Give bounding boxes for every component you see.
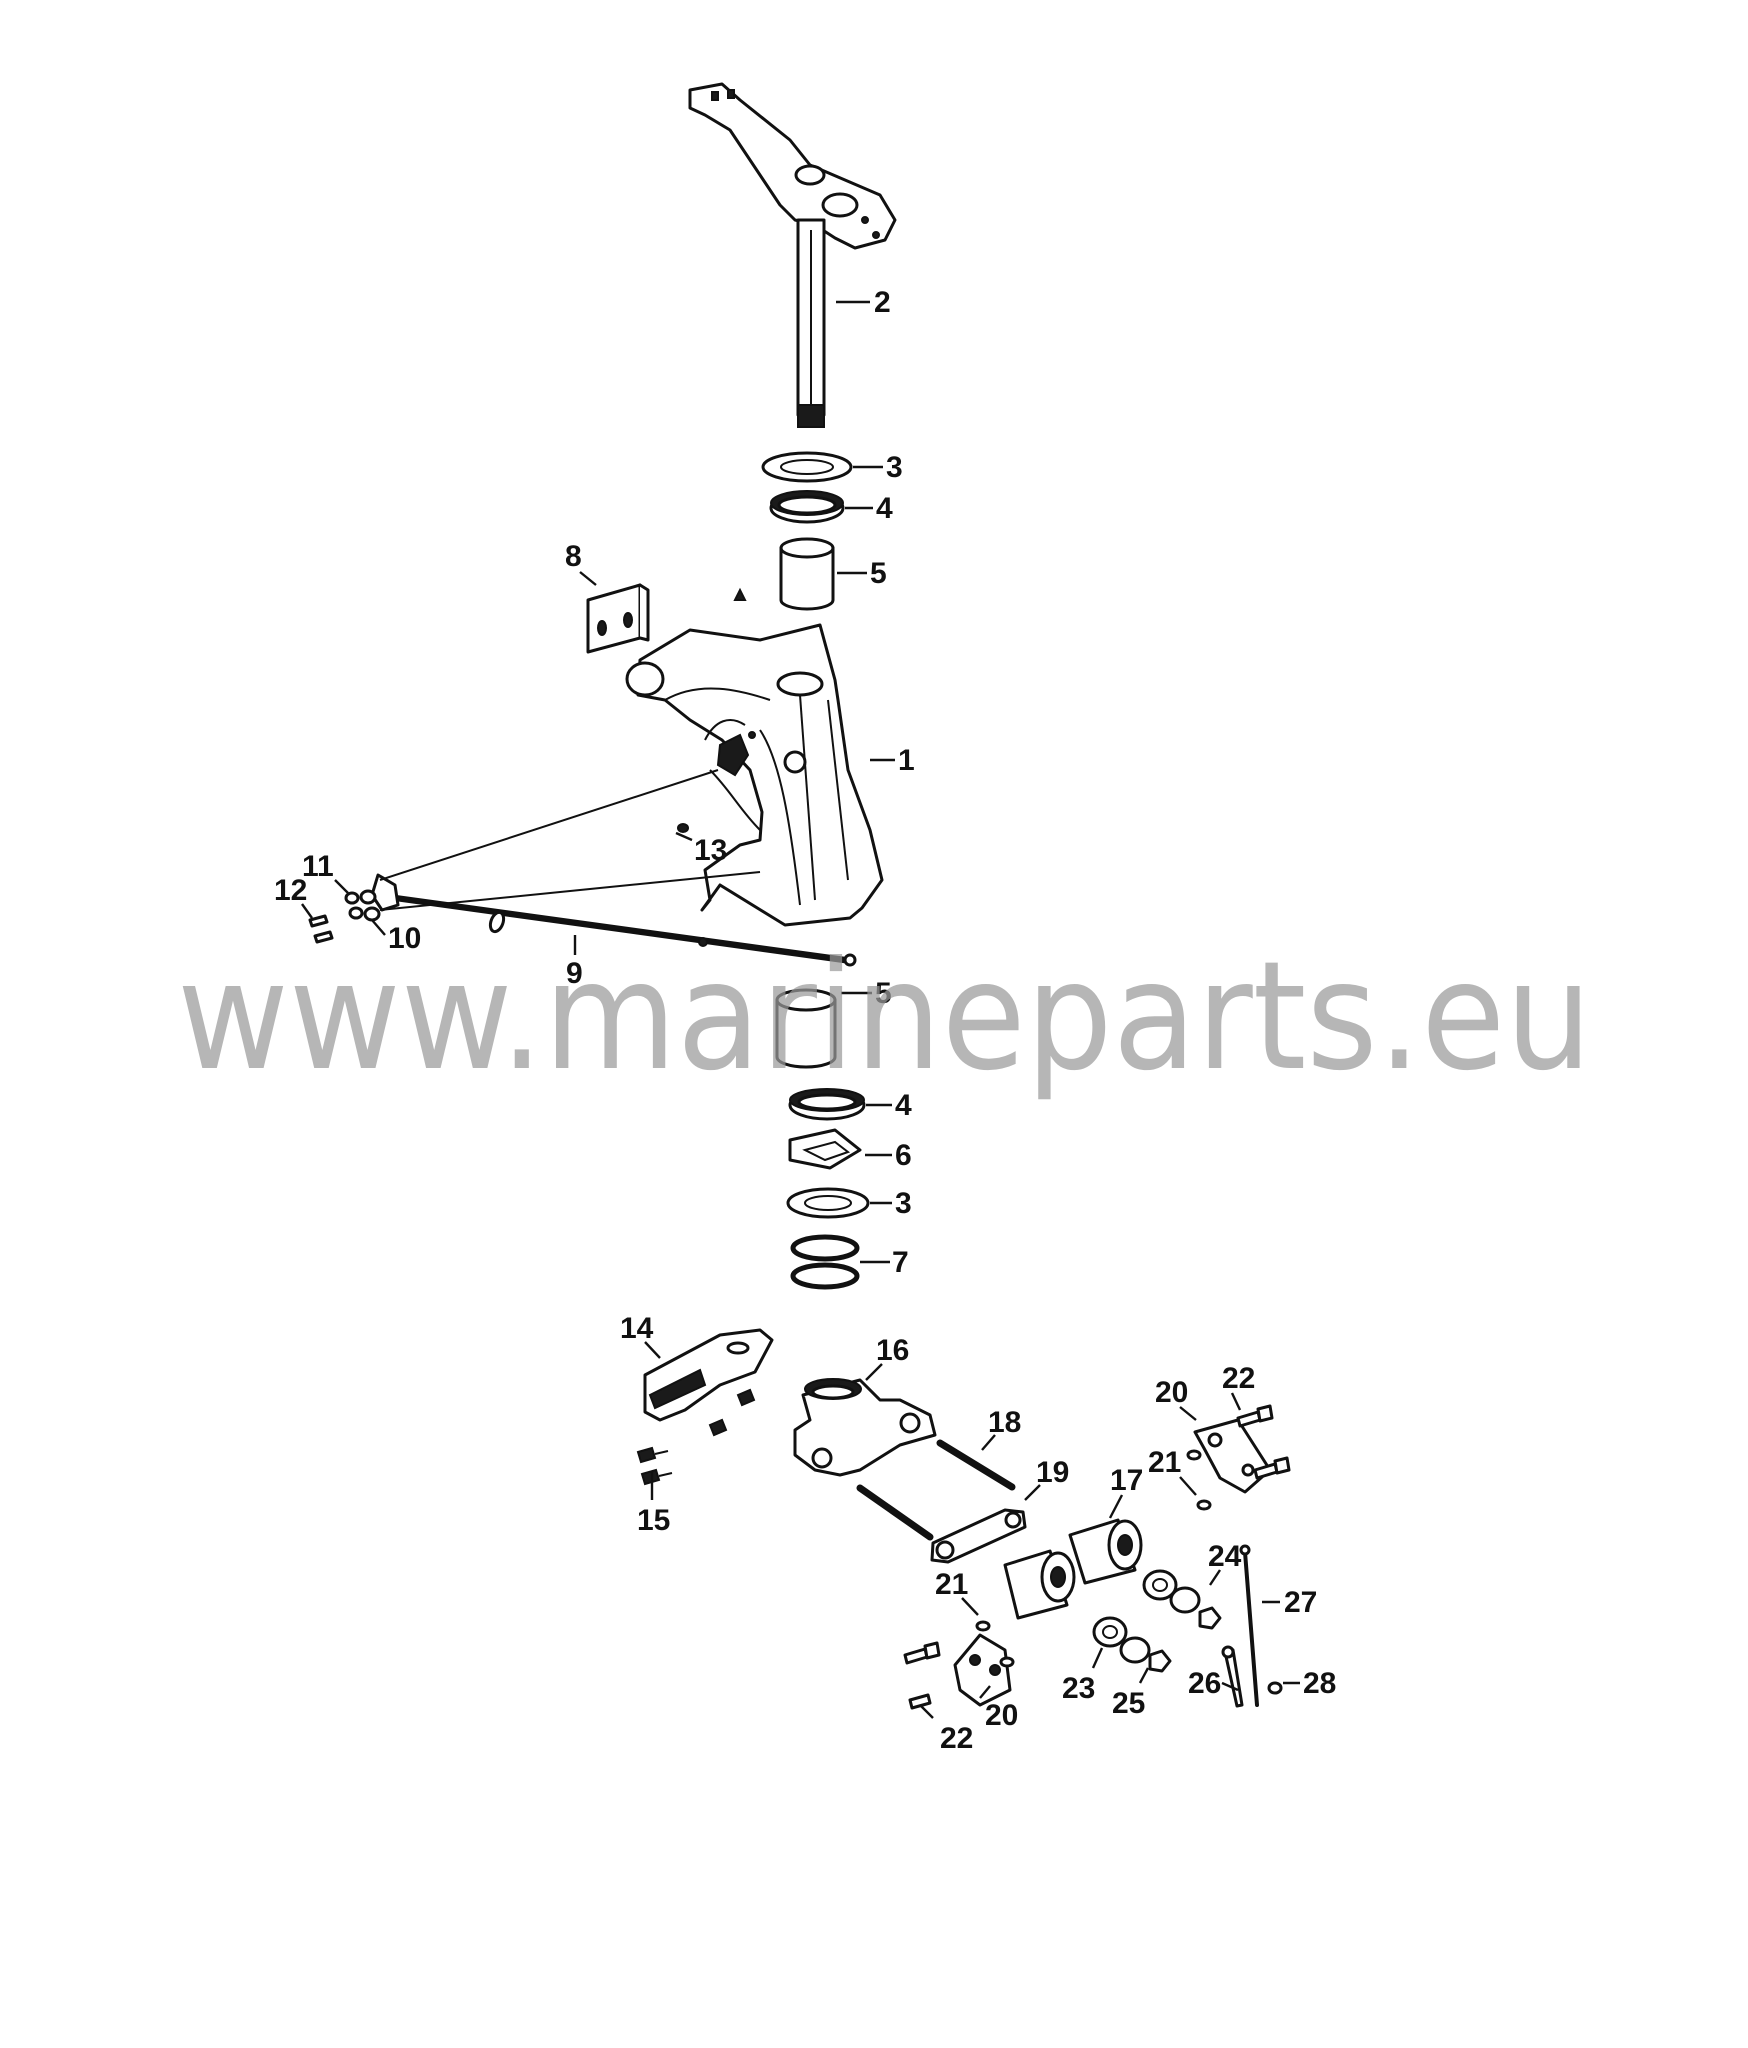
callout-2: 2 bbox=[874, 286, 891, 319]
lower-cover-part bbox=[643, 1328, 774, 1422]
ground-strap-parts bbox=[1221, 1544, 1283, 1708]
callout-20: 20 bbox=[1155, 1376, 1188, 1409]
callout-7: 7 bbox=[892, 1246, 909, 1279]
callout-1: 1 bbox=[898, 744, 915, 777]
callout-27: 27 bbox=[1284, 1586, 1317, 1619]
callout-23: 23 bbox=[1062, 1672, 1095, 1705]
callout-26: 26 bbox=[1188, 1667, 1221, 1700]
small-hardware-parts bbox=[308, 889, 381, 944]
lower-swivel-yoke-part bbox=[793, 1378, 937, 1477]
callout-4-lower: 4 bbox=[895, 1089, 912, 1122]
link-plate-part bbox=[930, 1508, 1027, 1564]
assembly-guide-line bbox=[379, 769, 719, 881]
callout-25: 25 bbox=[1112, 1687, 1145, 1720]
callout-11: 11 bbox=[302, 850, 334, 883]
washer-nut-parts bbox=[1092, 1569, 1222, 1673]
callout-8: 8 bbox=[565, 540, 582, 573]
callout-22: 22 bbox=[1222, 1362, 1255, 1395]
callout-5-lower: 5 bbox=[875, 977, 892, 1010]
mount-bracket-parts bbox=[953, 1418, 1272, 1707]
callout-13: 13 bbox=[694, 834, 727, 867]
callout-17: 17 bbox=[1110, 1464, 1143, 1497]
washer-and-bolt-parts bbox=[903, 1404, 1291, 1710]
callout-22-lower: 22 bbox=[940, 1722, 973, 1755]
steering-shaft-part bbox=[796, 218, 826, 428]
callout-3-lower: 3 bbox=[895, 1187, 912, 1220]
through-bolt-parts bbox=[856, 1439, 1016, 1541]
callout-21-lower: 21 bbox=[935, 1568, 968, 1601]
o-ring-parts bbox=[790, 1234, 860, 1290]
callout-14: 14 bbox=[620, 1312, 654, 1345]
callout-20-lower: 20 bbox=[985, 1699, 1018, 1732]
callout-6: 6 bbox=[895, 1139, 912, 1172]
rubber-mount-parts bbox=[1003, 1518, 1143, 1620]
assembly-guide-line bbox=[379, 871, 761, 911]
callout-15: 15 bbox=[637, 1504, 670, 1537]
bearing-seal-part-lower bbox=[788, 1088, 866, 1121]
callout-18: 18 bbox=[988, 1406, 1021, 1439]
shim-plate-part bbox=[788, 1128, 862, 1170]
callout-9: 9 bbox=[566, 957, 583, 990]
callout-28: 28 bbox=[1303, 1667, 1336, 1700]
callout-4: 4 bbox=[876, 492, 893, 525]
callout-16: 16 bbox=[876, 1334, 909, 1367]
callout-10: 10 bbox=[388, 922, 421, 955]
callout-21: 21 bbox=[1148, 1446, 1181, 1479]
bearing-seal-part-upper bbox=[769, 490, 845, 524]
callout-19: 19 bbox=[1036, 1456, 1069, 1489]
callout-leader-lines bbox=[301, 300, 1300, 1719]
steering-arm-part bbox=[688, 82, 897, 250]
watermark-text: www.marineparts.eu bbox=[177, 930, 1592, 1104]
callout-5: 5 bbox=[870, 557, 887, 590]
swivel-bracket-housing-part bbox=[625, 587, 884, 927]
small-grease-fitting-part bbox=[677, 823, 689, 833]
bushing-part-lower bbox=[775, 988, 837, 1069]
callout-3: 3 bbox=[886, 451, 903, 484]
bushing-part-upper bbox=[779, 537, 835, 611]
callout-12: 12 bbox=[274, 874, 307, 907]
screw-parts bbox=[636, 1388, 756, 1486]
callout-labels: 2 3 4 5 8 1 13 11 12 10 9 5 4 6 3 7 14 1… bbox=[274, 286, 1336, 1755]
callout-24: 24 bbox=[1208, 1540, 1242, 1573]
washer-part-upper bbox=[761, 451, 853, 483]
bracket-plate-part bbox=[586, 583, 650, 654]
washer-part-lower bbox=[786, 1187, 870, 1219]
